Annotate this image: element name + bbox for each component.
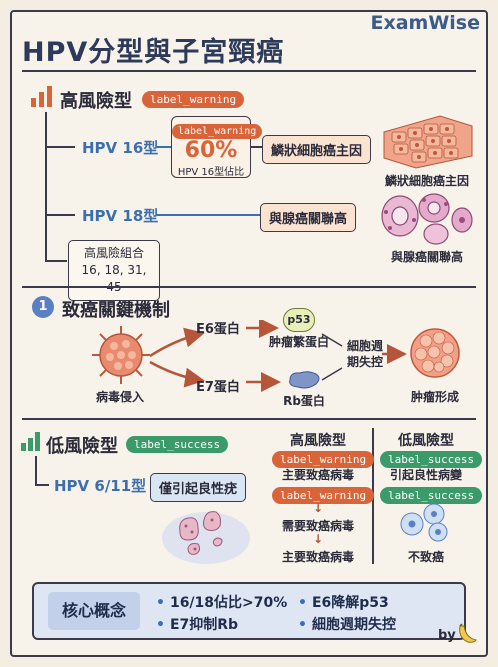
- summary-item-4-text: 細胞週期失控: [311, 617, 396, 633]
- compare-low-badge2-wrap: label_success: [380, 484, 483, 504]
- low-risk-result-box: 僅引起良性疣: [150, 473, 247, 502]
- bar-chart-icon-orange: [30, 86, 54, 112]
- hpv18-connector: [156, 214, 260, 216]
- page-title: HPV分型與子宮頸癌: [22, 37, 285, 68]
- summary-item-2-text: E6降解p53: [311, 595, 389, 611]
- compare-high-badge2: label_warning: [272, 487, 375, 504]
- low-risk-tree-line: [35, 456, 37, 486]
- summary-item-1: •16/18佔比>70%: [156, 595, 288, 611]
- low-risk-badge: label_success: [126, 436, 229, 453]
- hpv16-connector: [156, 146, 172, 148]
- hpv16-badge: label_warning: [172, 124, 263, 139]
- compare-low-badge1: label_success: [380, 451, 483, 468]
- tree-branch-16: [45, 146, 75, 148]
- adenocarcinoma-caption: 與腺癌關聯高: [390, 250, 463, 264]
- virus-icon: [90, 324, 152, 390]
- rb-caption: Rb蛋白: [283, 394, 325, 408]
- byline: by: [438, 628, 456, 643]
- low-risk-heading: 低風險型: [46, 436, 118, 457]
- mechanism-heading: 致癌關鍵機制: [62, 300, 170, 321]
- compare-high-text1: 主要致癌病毒: [281, 468, 354, 482]
- summary-item-3: •E7抑制Rb: [156, 617, 239, 633]
- combo-title: 高風險組合: [83, 246, 144, 260]
- virus-entry-label: 病毒侵入: [95, 390, 144, 404]
- compare-high-arrow1: ↓: [312, 501, 324, 515]
- hpv18-result-box: 與腺癌關聯高: [260, 203, 357, 232]
- squamous-cell-illustration: [380, 112, 476, 174]
- hpv16-result-connector: [251, 146, 263, 148]
- compare-high-badge2-wrap: label_warning: [272, 484, 375, 504]
- e7-protein-label: E7蛋白: [196, 380, 240, 395]
- high-risk-heading: 高風險型: [60, 91, 132, 112]
- step-number-badge: 1: [32, 296, 54, 318]
- hpv16-percent-box: label_warning 60% HPV 16型佔比: [171, 116, 263, 178]
- hpv6-11-label: HPV 6/11型: [54, 477, 147, 495]
- tree-trunk-line: [45, 112, 47, 262]
- summary-item-3-text: E7抑制Rb: [169, 617, 239, 633]
- summary-item-4: •細胞週期失控: [298, 617, 396, 633]
- compare-low-title: 低風險型: [398, 433, 454, 449]
- adenocarcinoma-illustration: [378, 190, 474, 250]
- p53-protein-icon: p53: [283, 308, 315, 332]
- cell-cycle-line1: 細胞週: [346, 339, 383, 353]
- compare-high-text3: 主要致癌病毒: [281, 550, 354, 564]
- compare-low-text2: 不致癌: [407, 550, 444, 564]
- compare-high-arrow2: ↓: [312, 532, 324, 546]
- rb-protein-icon: [286, 370, 322, 394]
- summary-box: 核心概念 •16/18佔比>70% •E6降解p53 •E7抑制Rb •細胞週期…: [32, 582, 466, 640]
- bar-chart-icon-green: [20, 432, 42, 456]
- cell-cycle-label: 細胞週 期失控: [340, 338, 390, 370]
- high-risk-combo-box: 高風險組合 16, 18, 31, 45: [68, 240, 160, 301]
- banana-icon: [456, 622, 478, 648]
- compare-high-text2: 需要致癌病毒: [281, 519, 354, 533]
- cell-cycle-line2: 期失控: [346, 355, 383, 369]
- squamous-caption: 鱗狀細胞癌主因: [384, 174, 469, 188]
- tree-branch-combo: [45, 260, 67, 262]
- compare-high-badge1-wrap: label_warning: [272, 448, 375, 468]
- hpv16-label: HPV 16型: [82, 139, 159, 157]
- hpv16-result-box: 鱗狀細胞癌主因: [262, 135, 372, 164]
- brand-logo: ExamWise: [370, 12, 480, 34]
- summary-item-2: •E6降解p53: [298, 595, 389, 611]
- high-risk-badge: label_warning: [142, 91, 245, 108]
- compare-low-text1: 引起良性病變: [389, 468, 462, 482]
- hpv16-percent-caption: HPV 16型佔比: [177, 167, 245, 178]
- hpv16-percent: 60%: [184, 138, 238, 163]
- normal-cells-icon: [398, 502, 454, 546]
- summary-title: 核心概念: [48, 592, 140, 630]
- mechanism-arrows: [149, 320, 407, 392]
- summary-item-1-text: 16/18佔比>70%: [169, 595, 288, 611]
- tumor-formation-label: 肿瘤形成: [410, 390, 459, 404]
- combo-types: 16, 18, 31, 45: [81, 263, 147, 294]
- compare-high-title: 高風險型: [290, 433, 346, 449]
- title-divider: [22, 70, 476, 72]
- compare-high-badge1: label_warning: [272, 451, 375, 468]
- p53-caption: 肿瘤繁蛋白: [268, 335, 329, 349]
- hpv18-label: HPV 18型: [82, 207, 159, 225]
- tumor-icon: [408, 326, 462, 384]
- tree-branch-18: [45, 214, 75, 216]
- low-risk-tree-branch: [35, 484, 49, 486]
- benign-wart-illustration: [160, 500, 252, 572]
- compare-low-badge2: label_success: [380, 487, 483, 504]
- e6-protein-label: E6蛋白: [196, 322, 240, 337]
- section-divider-2: [22, 418, 476, 420]
- compare-low-badge1-wrap: label_success: [380, 448, 483, 468]
- section-divider-1: [22, 286, 476, 288]
